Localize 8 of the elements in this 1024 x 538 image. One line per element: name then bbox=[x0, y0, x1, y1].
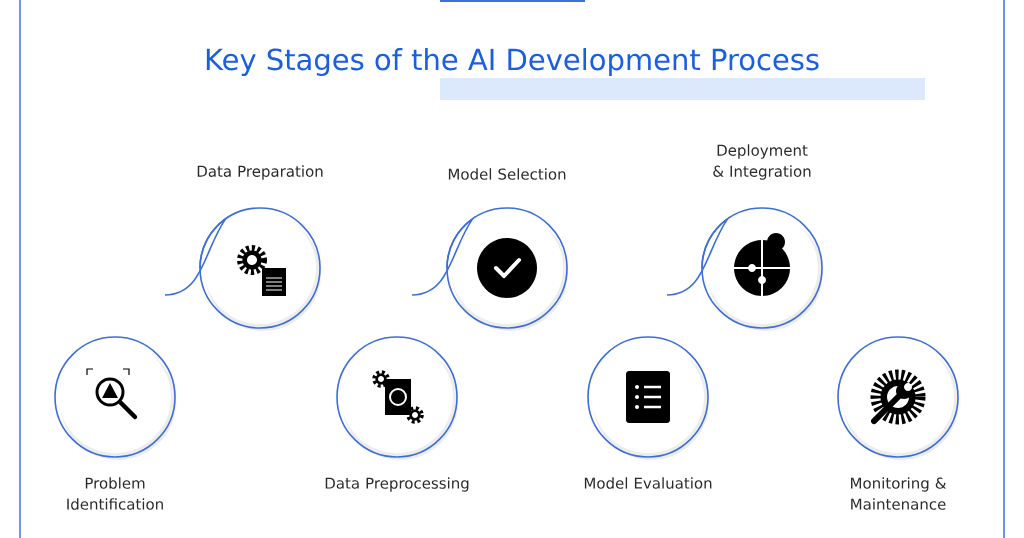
title: Key Stages of the AI Development Process bbox=[206, 47, 819, 77]
stage-label: Data Preprocessing bbox=[325, 477, 469, 492]
stage-label: Data Preparation bbox=[197, 165, 323, 180]
stage-label: Model Evaluation bbox=[584, 477, 712, 489]
stage-label: Deployment & Integration bbox=[713, 144, 811, 180]
stage-label: Model Selection bbox=[448, 168, 566, 180]
stage-label: Problem Identification bbox=[67, 477, 163, 510]
stage-label: Monitoring & Maintenance bbox=[851, 477, 946, 510]
